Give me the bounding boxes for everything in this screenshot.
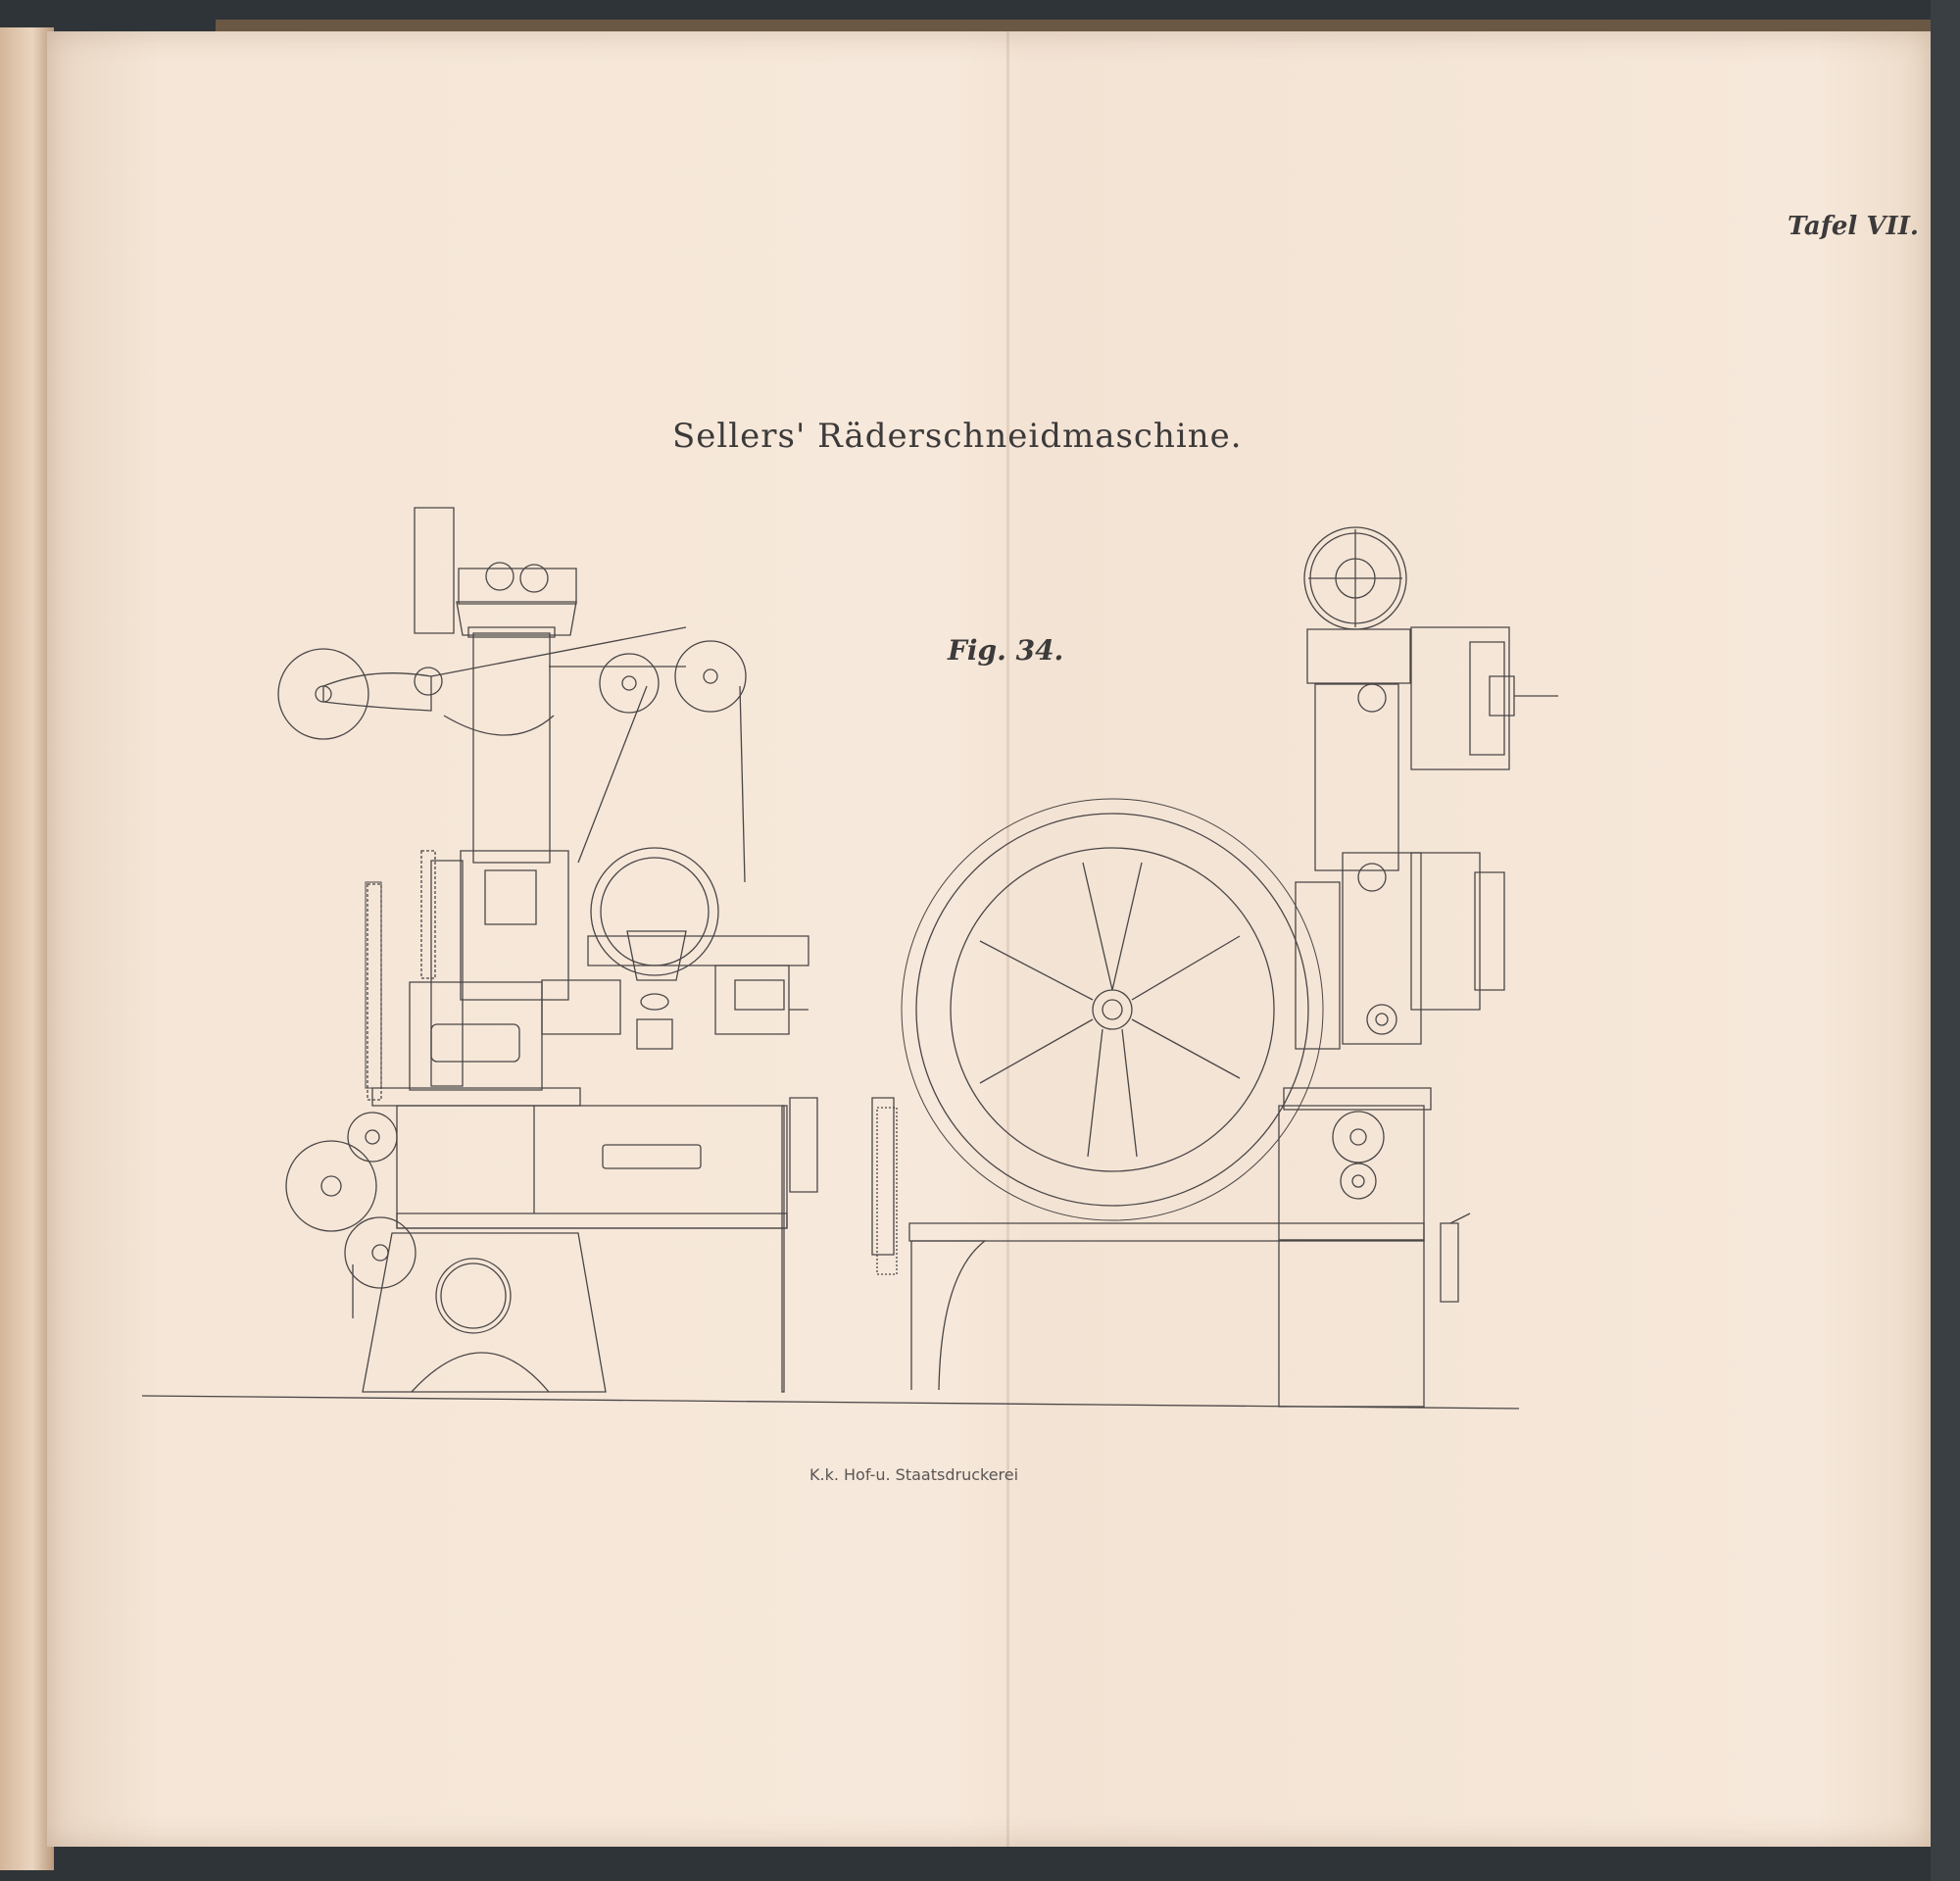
plate-page	[47, 31, 1931, 1847]
large-gear-spokes	[980, 863, 1240, 1157]
left-machine-front-view	[278, 508, 894, 1392]
book-left-edge	[0, 27, 54, 1870]
book-cover-right	[1931, 0, 1960, 1881]
plate-number: Tafel VII.	[1788, 212, 1919, 241]
printer-imprint: K.k. Hof-u. Staatsdruckerei	[809, 1465, 1019, 1484]
page-fold	[1006, 31, 1009, 1847]
plate-title: Sellers' Räderschneidmaschine.	[672, 417, 1243, 456]
figure-label: Fig. 34.	[948, 634, 1064, 667]
right-machine-side-view	[877, 527, 1558, 1407]
